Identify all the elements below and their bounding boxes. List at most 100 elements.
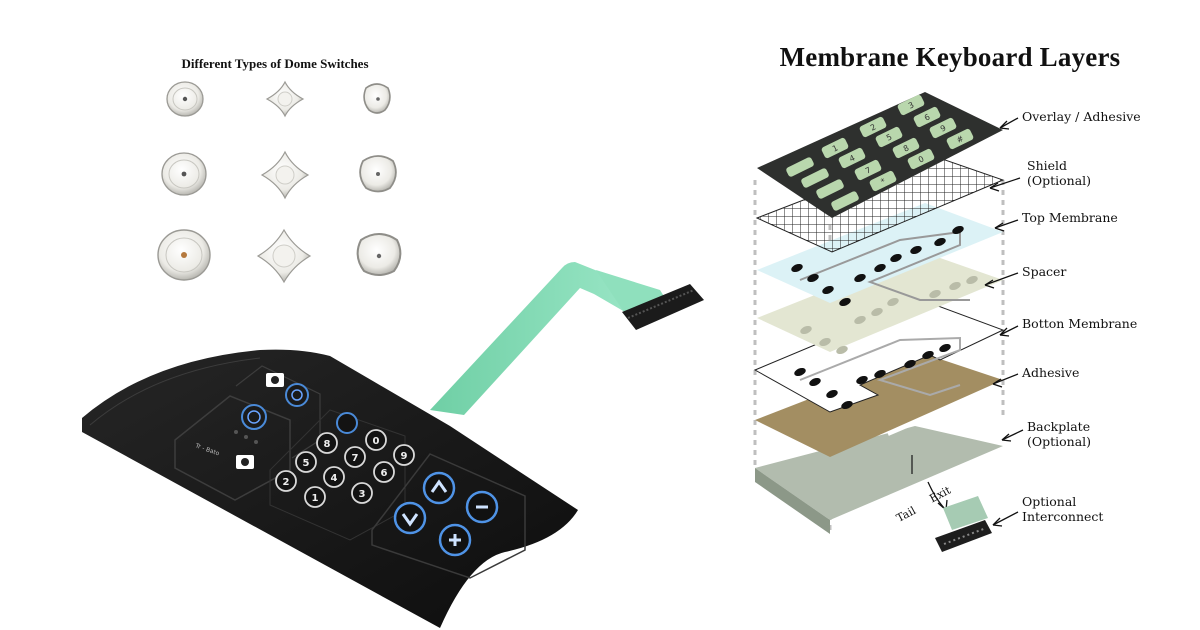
label-backplate: Backplate (Optional)	[1027, 419, 1092, 449]
number-key-8[interactable]	[316, 432, 338, 454]
overlay-key-8	[892, 137, 920, 159]
contact-dot	[874, 263, 886, 273]
overlay-key-*	[869, 170, 897, 192]
contact-dot	[841, 400, 853, 410]
adhesive-layer	[755, 354, 1003, 457]
plus-button[interactable]	[438, 523, 472, 557]
top-membrane-layer	[757, 203, 1003, 303]
round-dome-medium	[161, 152, 207, 196]
power-button-main[interactable]	[241, 404, 267, 430]
number-key-label: 5	[303, 458, 310, 469]
overlay-blank-key	[786, 157, 814, 177]
four-leg-dome-small	[265, 80, 305, 118]
flex-ribbon-tail	[430, 262, 640, 415]
camera-icon-top	[266, 373, 284, 387]
contact-dot	[800, 325, 812, 335]
overlay-blank-key	[831, 191, 859, 211]
contact-dot	[839, 297, 851, 307]
contact-dot	[791, 263, 803, 273]
connector-end	[622, 284, 704, 330]
dome-switches-title: Different Types of Dome Switches	[181, 56, 369, 71]
label-interconnect: Optional Interconnect	[1022, 494, 1104, 524]
contact-dot	[856, 375, 868, 385]
contact-dot	[922, 350, 934, 360]
number-key-label: 9	[401, 451, 408, 462]
contact-dot	[854, 315, 866, 325]
number-key-label: 1	[312, 493, 319, 504]
spacer-layer	[757, 252, 1003, 352]
label-top-membrane: Top Membrane	[1022, 210, 1118, 225]
overlay-blank-key	[801, 168, 829, 188]
minus-button[interactable]	[465, 490, 499, 524]
overlay-key-0	[907, 148, 935, 170]
contact-dot	[826, 389, 838, 399]
contact-dot	[887, 297, 899, 307]
triangle-dome-small	[363, 83, 391, 114]
overlay-key-label: 9	[939, 123, 948, 133]
overlay-key-7	[854, 159, 882, 181]
up-arrow-button[interactable]	[422, 471, 456, 505]
number-key-7[interactable]	[344, 446, 366, 468]
number-key-6[interactable]	[373, 461, 395, 483]
overlay-key-label: 4	[848, 153, 857, 163]
number-key-5[interactable]	[295, 451, 317, 473]
contact-dot	[794, 367, 806, 377]
power-button-top[interactable]	[285, 383, 309, 407]
label-bottom-membrane: Botton Membrane	[1022, 316, 1138, 331]
contact-dot	[939, 343, 951, 353]
contact-dot	[890, 253, 902, 263]
contact-dot	[819, 337, 831, 347]
number-key-label: 2	[283, 477, 290, 488]
overlay-key-label: 8	[902, 143, 911, 153]
overlay-key-label: 0	[917, 154, 926, 164]
contact-dot	[871, 307, 883, 317]
contact-dot	[952, 225, 964, 235]
contact-dot	[809, 377, 821, 387]
number-key-1[interactable]	[304, 486, 326, 508]
contact-dots	[791, 225, 978, 410]
overlay-key-label: 1	[831, 143, 840, 153]
backplate-base-layer	[755, 426, 1003, 520]
contact-dot	[854, 273, 866, 283]
round-dome-small	[166, 81, 204, 117]
overlay-key-#	[946, 128, 974, 150]
contact-dot	[904, 359, 916, 369]
diagram-title: Membrane Keyboard Layers	[779, 42, 1121, 72]
contact-dot	[949, 281, 961, 291]
number-key-2[interactable]	[275, 470, 297, 492]
contact-dot	[836, 345, 848, 355]
overlay-key-2	[859, 116, 887, 138]
number-key-9[interactable]	[393, 444, 415, 466]
four-leg-dome-medium	[260, 150, 310, 200]
contact-dot	[807, 273, 819, 283]
contact-dot	[822, 285, 834, 295]
contact-dot	[929, 289, 941, 299]
number-key-4[interactable]	[323, 466, 345, 488]
down-arrow-button[interactable]	[393, 501, 427, 535]
blue-function-key[interactable]	[336, 412, 358, 434]
number-key-label: 3	[359, 489, 366, 500]
number-key-label: 7	[352, 453, 359, 464]
overlay-key-label: 2	[869, 122, 878, 132]
keypad-panel	[82, 349, 578, 628]
overlay-key-label: 7	[864, 165, 873, 175]
overlay-key-label: 3	[907, 100, 916, 110]
overlay-key-4	[838, 147, 866, 169]
number-key-3[interactable]	[351, 482, 373, 504]
number-key-label: 4	[331, 473, 338, 484]
contact-dot	[910, 245, 922, 255]
overlay-key-label: *	[879, 177, 887, 187]
overlay-key-label: 6	[923, 112, 932, 122]
label-shield: Shield (Optional)	[1027, 158, 1092, 188]
label-spacer: Spacer	[1022, 264, 1067, 279]
number-key-0[interactable]	[365, 429, 387, 451]
overlay-key-9	[929, 117, 957, 139]
triangle-dome-large	[356, 233, 402, 276]
contact-dot	[966, 275, 978, 285]
